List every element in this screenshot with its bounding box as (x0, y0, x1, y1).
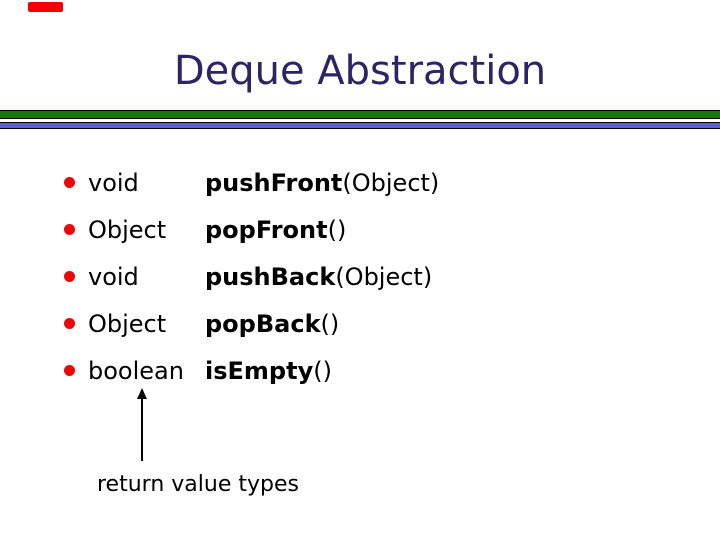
return-type: Object (88, 309, 167, 338)
title-divider-blue-line (0, 122, 720, 129)
arrow-line (141, 399, 143, 461)
bullet-icon (64, 318, 75, 329)
list-item: Object popFront() (64, 206, 439, 253)
list-item: void pushFront(Object) (64, 159, 439, 206)
list-item: void pushBack(Object) (64, 253, 439, 300)
return-type: Object (88, 215, 167, 244)
bullet-icon (64, 224, 75, 235)
method-name: pushBack (205, 262, 336, 291)
method-name: isEmpty (205, 356, 314, 385)
bullet-icon (64, 177, 75, 188)
list-item: boolean isEmpty() (64, 347, 439, 394)
bullet-icon (64, 365, 75, 376)
method-params: (Object) (342, 168, 440, 197)
up-arrow-icon (136, 388, 148, 461)
annotation-label: return value types (97, 472, 299, 497)
method-signature: pushFront(Object) (205, 169, 439, 197)
title-divider-green-line (0, 110, 720, 119)
bullet-icon (64, 271, 75, 282)
return-type: void (88, 262, 139, 291)
red-corner-marker (28, 2, 63, 12)
method-params: (Object) (335, 262, 433, 291)
slide-title: Deque Abstraction (173, 48, 547, 94)
method-params: () (313, 356, 332, 385)
method-signature: popFront() (205, 216, 346, 244)
return-type: void (88, 168, 139, 197)
method-list: void pushFront(Object) Object popFront()… (64, 159, 439, 394)
method-params: () (320, 309, 340, 338)
arrow-head (137, 388, 147, 399)
method-signature: popBack() (205, 310, 339, 338)
method-signature: isEmpty() (205, 357, 332, 385)
method-params: () (327, 215, 347, 244)
method-name: pushFront (205, 168, 343, 197)
method-signature: pushBack(Object) (205, 263, 432, 291)
method-name: popBack (205, 309, 321, 338)
return-type: boolean (88, 356, 184, 385)
list-item: Object popBack() (64, 300, 439, 347)
method-name: popFront (205, 215, 328, 244)
